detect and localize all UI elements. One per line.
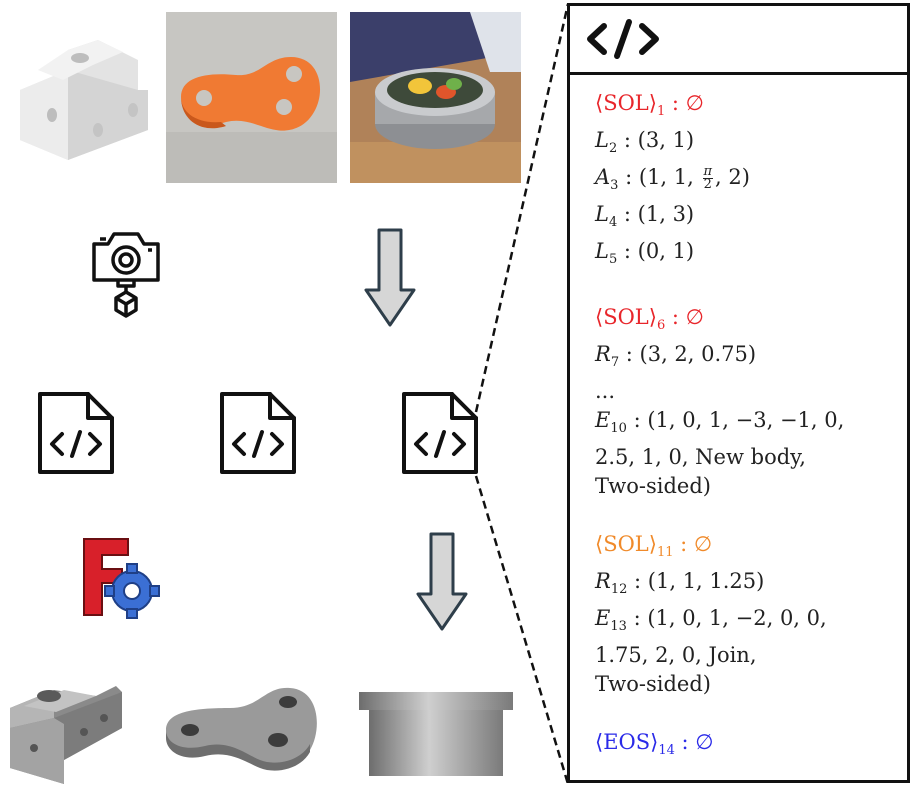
output-model-plate: [160, 680, 325, 780]
sequence-line: L5 : (0, 1): [595, 239, 695, 267]
down-arrow-icon: [364, 228, 416, 328]
code-icon: [587, 19, 659, 59]
sequence-line: 1.75, 2, 0, Join,: [595, 643, 757, 667]
sequence-line: R12 : (1, 1, 1.25): [595, 569, 765, 597]
sequence-line: ⟨SOL⟩6 : ∅: [595, 305, 704, 333]
down-arrow-icon: [416, 532, 468, 632]
code-file-icon: [218, 390, 298, 476]
sequence-line: L4 : (1, 3): [595, 202, 695, 230]
sequence-line: ⟨SOL⟩1 : ∅: [595, 91, 704, 119]
sequence-line: R7 : (3, 2, 0.75): [595, 342, 757, 370]
freecad-logo: [80, 537, 164, 619]
output-model-bracket: [4, 668, 128, 786]
sequence-line: ...: [595, 379, 616, 403]
sequence-line: E10 : (1, 0, 1, −3, −1, 0,: [595, 408, 845, 436]
camera-cube-icon: [88, 226, 164, 320]
sequence-line: Two-sided): [595, 672, 711, 696]
code-panel-header: [570, 6, 907, 75]
sequence-line: ⟨EOS⟩14 : ∅: [595, 730, 714, 758]
sequence-line: Two-sided): [595, 474, 711, 498]
input-photo-orange-plate: [166, 12, 337, 183]
sequence-line: E13 : (1, 0, 1, −2, 0, 0,: [595, 606, 827, 634]
code-file-icon: [400, 390, 480, 476]
sequence-line: 2.5, 1, 0, New body,: [595, 445, 806, 469]
sequence-line: L2 : (3, 1): [595, 128, 695, 156]
input-photo-tin-can: [350, 12, 521, 183]
input-render-bracket: [8, 30, 158, 160]
code-file-icon: [36, 390, 116, 476]
sequence-line: ⟨SOL⟩11 : ∅: [595, 532, 713, 560]
output-model-cylinder: [355, 688, 517, 780]
